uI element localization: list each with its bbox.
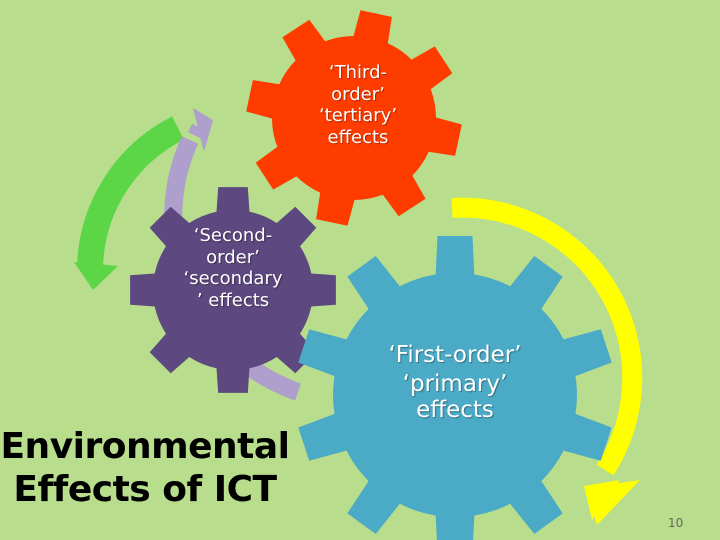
third-order-gear bbox=[246, 10, 462, 226]
green-cycle-arrow-icon bbox=[74, 116, 185, 290]
second-order-line: ’ effects bbox=[196, 289, 270, 311]
lavender-arrowhead-icon bbox=[187, 108, 213, 152]
second-order-line: ‘secondary bbox=[183, 268, 283, 290]
third-order-line: ‘Third- bbox=[328, 62, 388, 83]
page-number: 10 bbox=[668, 516, 684, 530]
slide-title-line: Effects of ICT bbox=[13, 469, 277, 511]
slide-title: Environmental Effects of ICT bbox=[0, 425, 290, 511]
first-order-line: ‘primary’ bbox=[402, 371, 508, 398]
second-order-line: ‘Second- bbox=[193, 225, 273, 246]
yellow-cycle-arrow-icon bbox=[451, 197, 643, 525]
second-order-label: ‘Second- order’ ‘secondary ’ effects bbox=[148, 225, 318, 311]
third-order-line: order’ bbox=[331, 83, 385, 105]
third-order-line: ‘tertiary’ bbox=[318, 105, 398, 127]
first-order-line: ‘First-order’ bbox=[388, 342, 522, 368]
first-order-label: ‘First-order’ ‘primary’ effects bbox=[345, 339, 565, 423]
third-order-label: ‘Third- order’ ‘tertiary’ effects bbox=[283, 62, 433, 148]
third-order-line: effects bbox=[327, 126, 389, 148]
first-order-gear bbox=[298, 236, 612, 540]
slide-title-line: Environmental bbox=[0, 426, 290, 467]
second-order-line: order’ bbox=[206, 246, 260, 268]
first-order-line: effects bbox=[416, 396, 494, 423]
second-order-gear bbox=[130, 187, 336, 393]
